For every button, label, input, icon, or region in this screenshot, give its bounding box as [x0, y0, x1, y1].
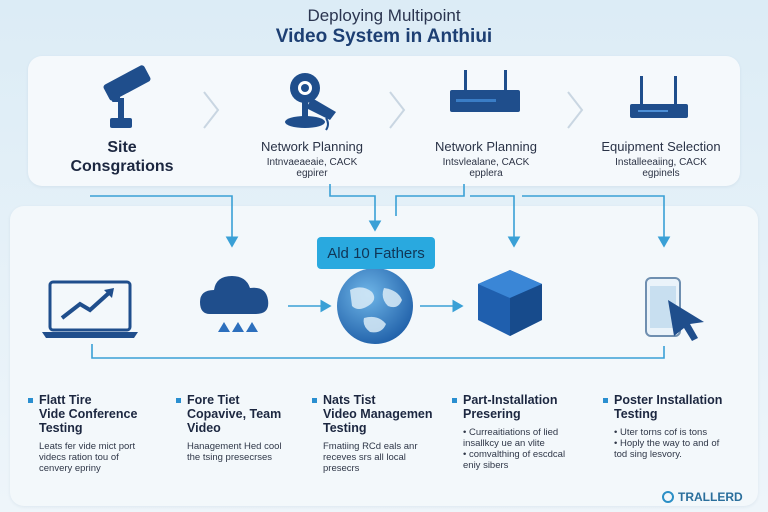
step-2-sub-line2: egpirer [296, 168, 328, 179]
column-5-desc-1: • Uter torns cof is tons [614, 427, 708, 438]
camera-icon [103, 65, 151, 128]
column-1-title-2: Vide Conference [39, 407, 138, 421]
cube-icon [478, 270, 542, 336]
cloud-icon [200, 276, 269, 332]
column-5-title-2: Testing [614, 407, 658, 421]
column-4-desc-4: eniy sibers [463, 460, 509, 471]
column-5-title-1: Poster Installation [614, 393, 723, 407]
column-1: Flatt Tire Vide Conference Testing Leats… [28, 393, 178, 474]
step-4-label: Equipment Selection [601, 139, 721, 154]
column-3-title-3: Testing [323, 421, 367, 435]
column-1-title-1: Flatt Tire [39, 393, 92, 407]
title-line-1: Deploying Multipoint [307, 6, 461, 25]
center-pill: Ald 10 Fathers [317, 237, 435, 269]
column-4-desc-2: insallkcy ue an vlite [463, 438, 545, 449]
column-1-desc-2: videcs ration tou of [39, 452, 119, 463]
laptop-chart-icon [42, 280, 138, 338]
step-3-sub-line1: Intsvlealane, CACK [442, 157, 530, 168]
step-4-sub-line1: Installeeaiing, CACK [615, 157, 707, 168]
title-line-2: Video System in Anthiui [275, 26, 493, 47]
step-3-sub: Intsvlealane, CACK epplera [416, 157, 556, 179]
column-3-bullet [312, 398, 317, 403]
step-1-label-line2: Consgrations [70, 158, 174, 175]
brand-logo: TRALLERD [662, 490, 743, 504]
column-1-bullet [28, 398, 33, 403]
column-2-desc-2: the tsing presecrses [187, 452, 273, 463]
column-2-title-3: Video [187, 421, 221, 435]
column-1-desc-3: cenvery epriny [39, 463, 101, 474]
column-5-bullet [603, 398, 608, 403]
wifi-router-icon [630, 76, 688, 118]
step-chevrons [203, 91, 584, 129]
column-5: Poster Installation Testing • Uter torns… [603, 393, 753, 460]
column-2-title-2: Copavive, Team [187, 407, 282, 421]
column-1-desc-1: Leats fer vide mict port [39, 441, 136, 452]
column-2-desc-1: Hanagement Hed cool [187, 441, 282, 452]
step-1-label: Site Consgrations [60, 138, 184, 176]
step-4-sub-line2: egpinels [642, 168, 680, 179]
connector-lines [90, 184, 671, 359]
column-4-bullet [452, 398, 457, 403]
globe-icon [337, 268, 413, 344]
step-3-sub-line2: epplera [469, 168, 503, 179]
column-4-title-1: Part-Installation [463, 393, 558, 407]
column-2-title-1: Fore Tiet [187, 393, 240, 407]
tablet-cursor-icon [645, 277, 704, 341]
column-4: Part-Installation Presering • Curreaitia… [452, 393, 602, 471]
step-1-label-line1: Site [107, 139, 137, 156]
step-2-label: Network Planning [261, 139, 363, 154]
column-1-title-3: Testing [39, 421, 83, 435]
surveillance-camera-icon [285, 73, 336, 131]
brand-icon [662, 491, 674, 503]
column-3-desc-3: presecrs [323, 463, 360, 474]
step-4-sub: Installeeaiing, CACK egpinels [590, 157, 732, 179]
step-3-label: Network Planning [435, 139, 537, 154]
column-4-title-2: Presering [463, 407, 521, 421]
column-3: Nats Tist Video Managemen Testing Fmatii… [312, 393, 462, 474]
column-4-desc-3: • comvalthing of escdcal [463, 449, 566, 460]
column-4-desc-1: • Curreaitiations of lied [463, 427, 559, 438]
column-2-bullet [176, 398, 181, 403]
column-5-desc-2: • Hoply the way to and of [614, 438, 720, 449]
column-3-title-2: Video Managemen [323, 407, 433, 421]
step-2-sub: Intnvaeaeaie, CACK egpirer [242, 157, 382, 179]
column-5-desc-3: tod sing lesvory. [614, 449, 682, 460]
column-3-title-1: Nats Tist [323, 393, 376, 407]
column-3-desc-1: Fmatiing RCd eals anr [323, 441, 418, 452]
router-icon [450, 70, 520, 112]
step-2-sub-line1: Intnvaeaeaie, CACK [266, 157, 358, 168]
column-2: Fore Tiet Copavive, Team Video Hanagemen… [176, 393, 326, 463]
brand-name: TRALLERD [678, 490, 743, 504]
column-3-desc-2: receves srs all local [323, 452, 406, 463]
